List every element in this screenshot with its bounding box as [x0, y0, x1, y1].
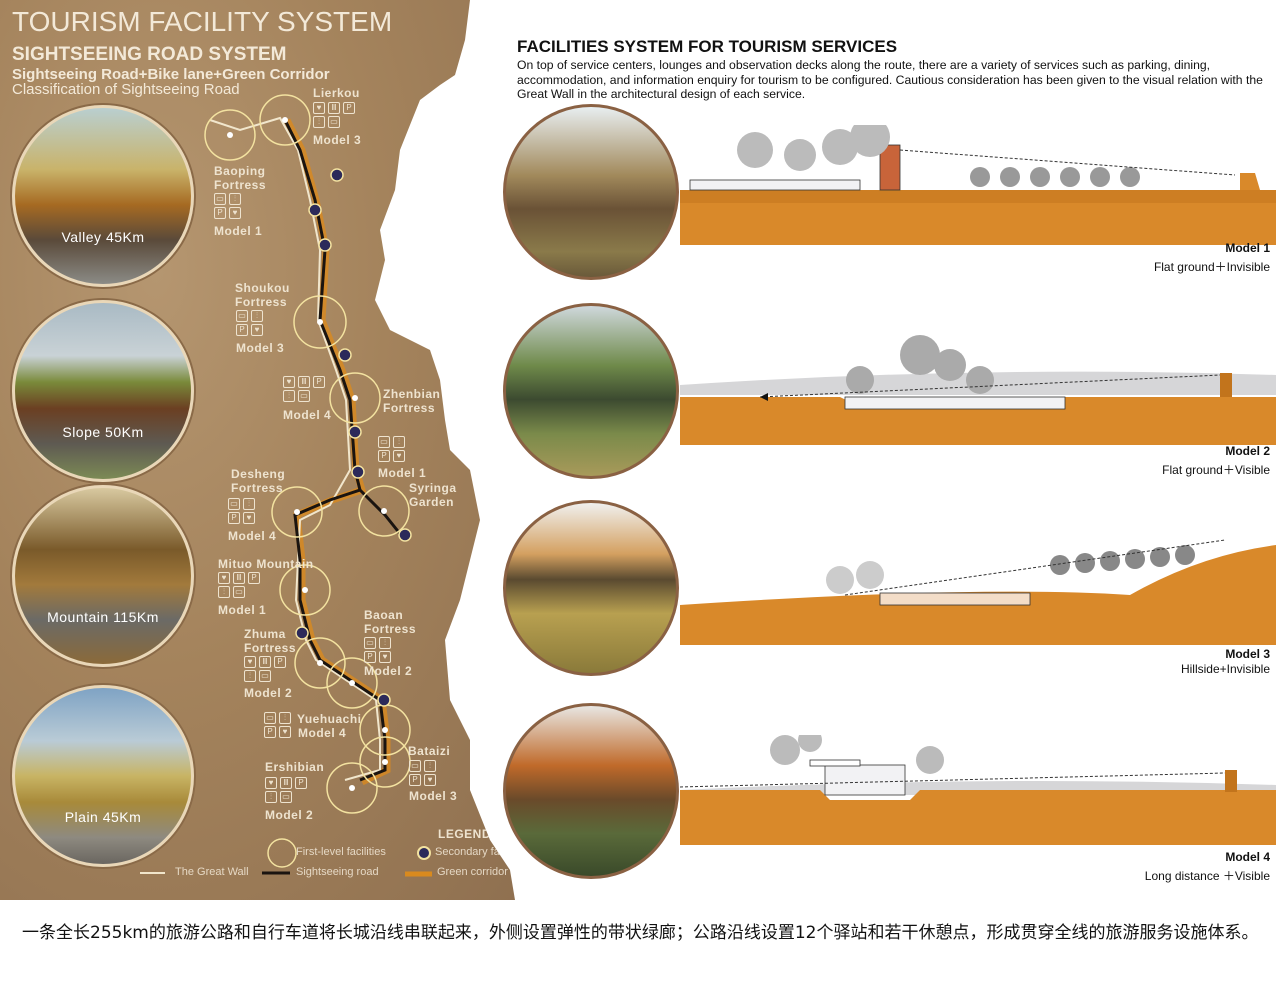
model-3-name: Model 3 [1225, 647, 1270, 661]
legend-corridor: Green corridor [437, 866, 508, 878]
chinese-caption: 一条全长255km的旅游公路和自行车道将长城沿线串联起来，外侧设置弹性的带状绿廊… [22, 923, 1259, 943]
station-name: Baoan Fortress [364, 608, 417, 636]
station-model: Model 3 [409, 789, 458, 803]
road-type-label: Mountain 115Km [47, 609, 159, 626]
model-2-section [680, 335, 1276, 445]
station-name: Mituo Mountain [218, 557, 314, 571]
station-model: Model 1 [218, 603, 267, 617]
service-icons: ▭⫶P♥ [264, 712, 292, 738]
legend-road: Sightseeing road [296, 866, 379, 878]
model-4-name: Model 4 [1225, 850, 1270, 864]
station-name: Ershibian [265, 760, 325, 774]
green-corridor [283, 118, 391, 786]
model-3-desc: Hillside+Invisible [1180, 662, 1270, 676]
legend-great-wall: The Great Wall [175, 866, 249, 878]
model-3-photo [503, 500, 679, 676]
service-icons: ▭⫶P♥ [364, 637, 407, 663]
station-name: Baoping Fortress [214, 164, 267, 192]
sightseeing-road [283, 119, 387, 782]
legend-title: LEGEND [438, 827, 492, 841]
station-model: Model 3 [313, 133, 362, 147]
station-model: Model 4 [283, 408, 332, 422]
legend-secondary-symbol [417, 846, 431, 860]
service-icons: ▭⫶P♥ [228, 498, 271, 524]
road-type-label: Slope 50Km [62, 424, 144, 441]
road-type-label: Valley 45Km [61, 229, 145, 246]
station-name: Zhuma Fortress [244, 627, 297, 655]
great-wall-line [209, 116, 381, 781]
station-name: Yuehuachi [297, 712, 362, 726]
station-model: Model 2 [364, 664, 413, 678]
legend-first-level-symbol [267, 838, 297, 868]
road-type-valley: Valley 45Km [12, 105, 194, 287]
classification-heading: Classification of Sightseeing Road [12, 81, 240, 98]
road-type-label: Plain 45Km [64, 809, 142, 826]
secondary-facility-dots [295, 168, 412, 707]
service-icons: ▭⫶P♥ [378, 436, 421, 462]
station-model: Model 1 [378, 466, 427, 480]
first-level-facility-rings [204, 94, 411, 814]
map-panel: TOURISM FACILITY SYSTEM SIGHTSEEING ROAD… [0, 0, 515, 900]
model-1-desc: Flat ground＋Invisible [1153, 260, 1270, 274]
station-model: Model 4 [228, 529, 277, 543]
service-icons: ▭⫶P♥ [236, 310, 279, 336]
road-type-mountain: Mountain 115Km [12, 485, 194, 667]
station-model: Model 3 [236, 341, 285, 355]
section-subtitle: SIGHTSEEING ROAD SYSTEM [12, 44, 287, 65]
poster-title: TOURISM FACILITY SYSTEM [12, 6, 393, 37]
station-name: Zhenbian Fortress [383, 387, 441, 415]
model-4-section [680, 735, 1276, 845]
model-2-desc: Flat ground＋Visible [1162, 463, 1270, 477]
model-1-name: Model 1 [1225, 241, 1270, 255]
service-icons: ▭⫶P♥ [214, 193, 257, 219]
station-model: Model 1 [214, 224, 263, 238]
road-type-slope: Slope 50Km [12, 300, 194, 482]
station-name: Lierkou [313, 86, 360, 100]
station-model: Model 2 [265, 808, 314, 822]
model-4-desc: Long distance ＋Visible [1144, 869, 1270, 883]
facility-centers [227, 117, 388, 791]
facilities-description: On top of service centers, lounges and o… [517, 58, 1263, 101]
legend-secondary: Secondary facilities [435, 846, 530, 858]
model-1-photo [503, 104, 679, 280]
station-model: Model 4 [298, 726, 347, 740]
route-map [140, 94, 432, 877]
station-name: Syringa Garden [409, 481, 457, 509]
tagline: Sightseeing Road+Bike lane+Green Corrido… [12, 66, 330, 83]
road-branch [358, 488, 407, 541]
model-2-photo [503, 303, 679, 479]
station-name: Bataizi [408, 744, 451, 758]
legend-first-level: First-level facilities [296, 846, 386, 858]
road-type-plain: Plain 45Km [12, 685, 194, 867]
model-1-section [680, 125, 1276, 245]
station-name: Shoukou Fortress [235, 281, 290, 309]
station-model: Model 2 [244, 686, 293, 700]
model-2-name: Model 2 [1225, 444, 1270, 458]
model-3-section [680, 539, 1276, 645]
facilities-title: FACILITIES SYSTEM FOR TOURISM SERVICES [517, 37, 898, 56]
model-4-photo [503, 703, 679, 879]
station-name: Desheng Fortress [231, 467, 286, 495]
service-icons: ▭⫶P♥ [409, 760, 437, 786]
